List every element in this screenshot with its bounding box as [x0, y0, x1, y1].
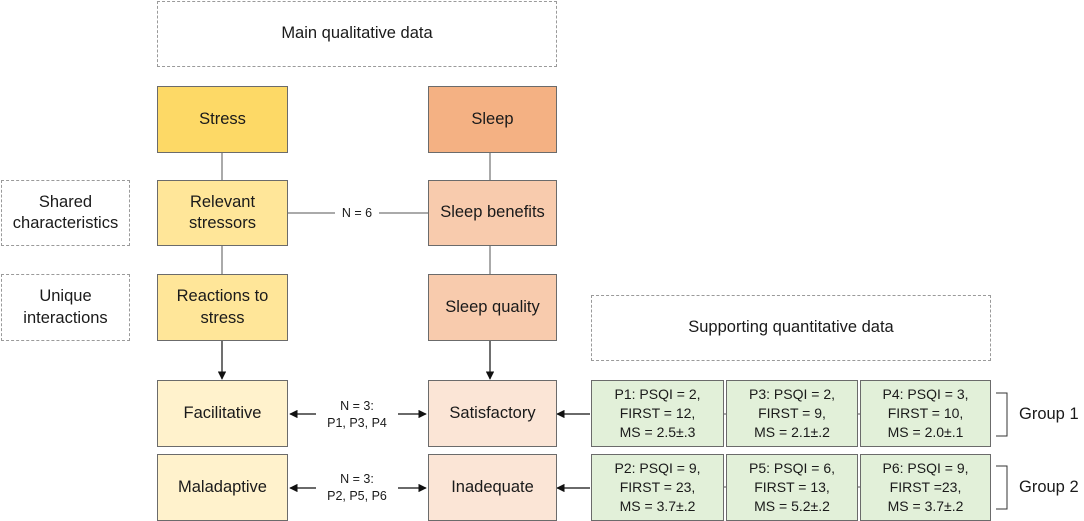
sleep-title: Sleep: [471, 109, 514, 128]
participant-p6-box: P6: PSQI = 9, FIRST =23, MS = 3.7±.2: [860, 454, 991, 521]
satisfactory-box: Satisfactory: [428, 380, 557, 447]
sleep-quality-text: Sleep quality: [445, 297, 540, 316]
bracket-group1: [996, 392, 1008, 437]
facilitative-box: Facilitative: [157, 380, 288, 447]
relevant-stressors-box: Relevant stressors: [157, 180, 288, 246]
stress-box: Stress: [157, 86, 288, 153]
participant-p5-box: P5: PSQI = 6, FIRST = 13, MS = 5.2±.2: [726, 454, 858, 521]
relevant-stressors-text: Relevant stressors: [189, 192, 256, 232]
group2-label-text: Group 2: [1019, 478, 1079, 496]
participant-p1-box: P1: PSQI = 2, FIRST = 12, MS = 2.5±.3: [591, 380, 724, 447]
shared-characteristics-label: Shared characteristics: [1, 180, 130, 246]
maladaptive-box: Maladaptive: [157, 454, 288, 521]
participant-p2-box: P2: PSQI = 9, FIRST = 23, MS = 3.7±.2: [591, 454, 724, 521]
participant-p3-box: P3: PSQI = 2, FIRST = 9, MS = 2.1±.2: [726, 380, 858, 447]
satisfactory-text: Satisfactory: [449, 403, 536, 422]
group1-label-text: Group 1: [1019, 405, 1079, 423]
sleep-benefits-text: Sleep benefits: [440, 203, 545, 222]
reactions-box: Reactions to stress: [157, 274, 288, 341]
unique-interactions-text: Unique interactions: [23, 287, 108, 327]
supporting-quantitative-text: Supporting quantitative data: [688, 318, 894, 337]
stress-title: Stress: [199, 109, 246, 128]
shared-n-text: N = 6: [341, 206, 373, 220]
sleep-quality-box: Sleep quality: [428, 274, 557, 341]
shared-n-label: N = 6: [335, 205, 379, 222]
sleep-benefits-box: Sleep benefits: [428, 180, 557, 246]
unique-interactions-label: Unique interactions: [1, 274, 130, 341]
reactions-text: Reactions to stress: [176, 287, 269, 327]
main-qualitative-text: Main qualitative data: [281, 24, 433, 43]
inadequate-text: Inadequate: [451, 477, 534, 496]
main-qualitative-label: Main qualitative data: [157, 1, 557, 67]
facilitative-text: Facilitative: [183, 403, 262, 422]
inadequate-box: Inadequate: [428, 454, 557, 521]
group2-label: Group 2: [1019, 478, 1079, 497]
group1-link-label: N = 3: P1, P3, P4: [316, 398, 398, 432]
bracket-group2: [996, 465, 1008, 510]
participant-p4-box: P4: PSQI = 3, FIRST = 10, MS = 2.0±.1: [860, 380, 991, 447]
shared-characteristics-text: Shared characteristics: [12, 192, 119, 232]
sleep-box: Sleep: [428, 86, 557, 153]
supporting-quantitative-label: Supporting quantitative data: [591, 295, 991, 361]
group1-label: Group 1: [1019, 405, 1079, 424]
maladaptive-text: Maladaptive: [178, 477, 267, 496]
group2-link-label: N = 3: P2, P5, P6: [316, 471, 398, 505]
